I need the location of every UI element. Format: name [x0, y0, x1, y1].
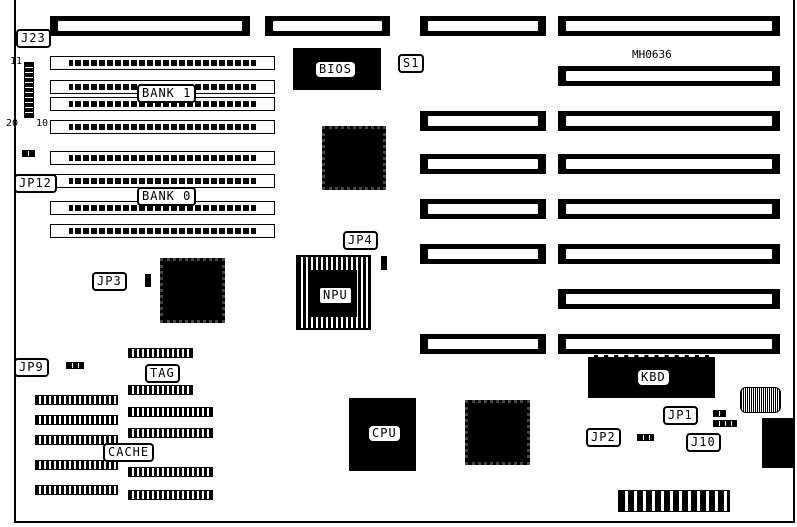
jp12-jumper [22, 150, 35, 157]
tag-sram [128, 385, 193, 395]
cache-sram [35, 485, 118, 495]
jp2-label: JP2 [586, 428, 621, 447]
cache-sram [35, 460, 118, 470]
expansion-slot [558, 244, 780, 264]
pin-10-label: 10 [36, 118, 49, 129]
j10-label: J10 [686, 433, 721, 452]
jp3-jumper [145, 274, 151, 287]
bank1-label: BANK 1 [137, 84, 197, 103]
expansion-slot [558, 334, 780, 354]
j10-header [713, 420, 737, 427]
expansion-slot [558, 66, 780, 86]
cache-sram [35, 395, 118, 405]
expansion-slot [420, 199, 546, 219]
npu-label: NPU [318, 286, 353, 305]
motherboard-outline [14, 0, 795, 523]
kbd-label: KBD [638, 370, 669, 385]
jp1-jumper [713, 410, 726, 417]
chipset-chip [465, 400, 530, 465]
power-connector [618, 490, 730, 512]
cache-sram [35, 435, 118, 445]
expansion-slot [558, 289, 780, 309]
expansion-slot [420, 16, 546, 36]
chipset-chip [160, 258, 225, 323]
keyboard-connector [762, 418, 793, 468]
expansion-slot [558, 111, 780, 131]
jp1-label: JP1 [663, 406, 698, 425]
figure-id: MH0636 [632, 48, 672, 61]
jp3-label: JP3 [92, 272, 127, 291]
pin-11-label: 11 [10, 56, 23, 67]
j23-label: J23 [16, 29, 51, 48]
tag-sram [128, 348, 193, 358]
expansion-slot [420, 111, 546, 131]
cache-sram [35, 415, 118, 425]
bank0-label: BANK 0 [137, 187, 197, 206]
s1-label: S1 [398, 54, 425, 73]
cache-label: CACHE [103, 443, 155, 462]
expansion-slot [265, 16, 390, 36]
cache-sram [128, 467, 213, 477]
simm-socket [50, 151, 275, 165]
tag-label: TAG [145, 364, 180, 383]
simm-socket [50, 174, 275, 188]
jp2-jumper [637, 434, 654, 441]
expansion-slot [420, 244, 546, 264]
jp9-label: JP9 [14, 358, 49, 377]
pin-20-label: 20 [6, 118, 19, 129]
jp4-label: JP4 [343, 231, 378, 250]
chipset-chip [322, 126, 386, 190]
expansion-slot [558, 154, 780, 174]
cache-sram [128, 407, 213, 417]
cpu-label: CPU [369, 426, 400, 441]
jp12-label: JP12 [14, 174, 57, 193]
cache-sram [128, 428, 213, 438]
cache-sram [128, 490, 213, 500]
expansion-slot [558, 16, 780, 36]
expansion-slot [558, 199, 780, 219]
expansion-slot [420, 334, 546, 354]
expansion-slot [420, 154, 546, 174]
j23-header [24, 62, 34, 118]
simm-socket [50, 120, 275, 134]
bios-label: BIOS [316, 62, 355, 77]
jp4-jumper [381, 256, 387, 270]
jp9-jumper [66, 362, 84, 369]
simm-socket [50, 56, 275, 70]
battery [740, 387, 781, 413]
expansion-slot [50, 16, 250, 36]
simm-socket [50, 224, 275, 238]
